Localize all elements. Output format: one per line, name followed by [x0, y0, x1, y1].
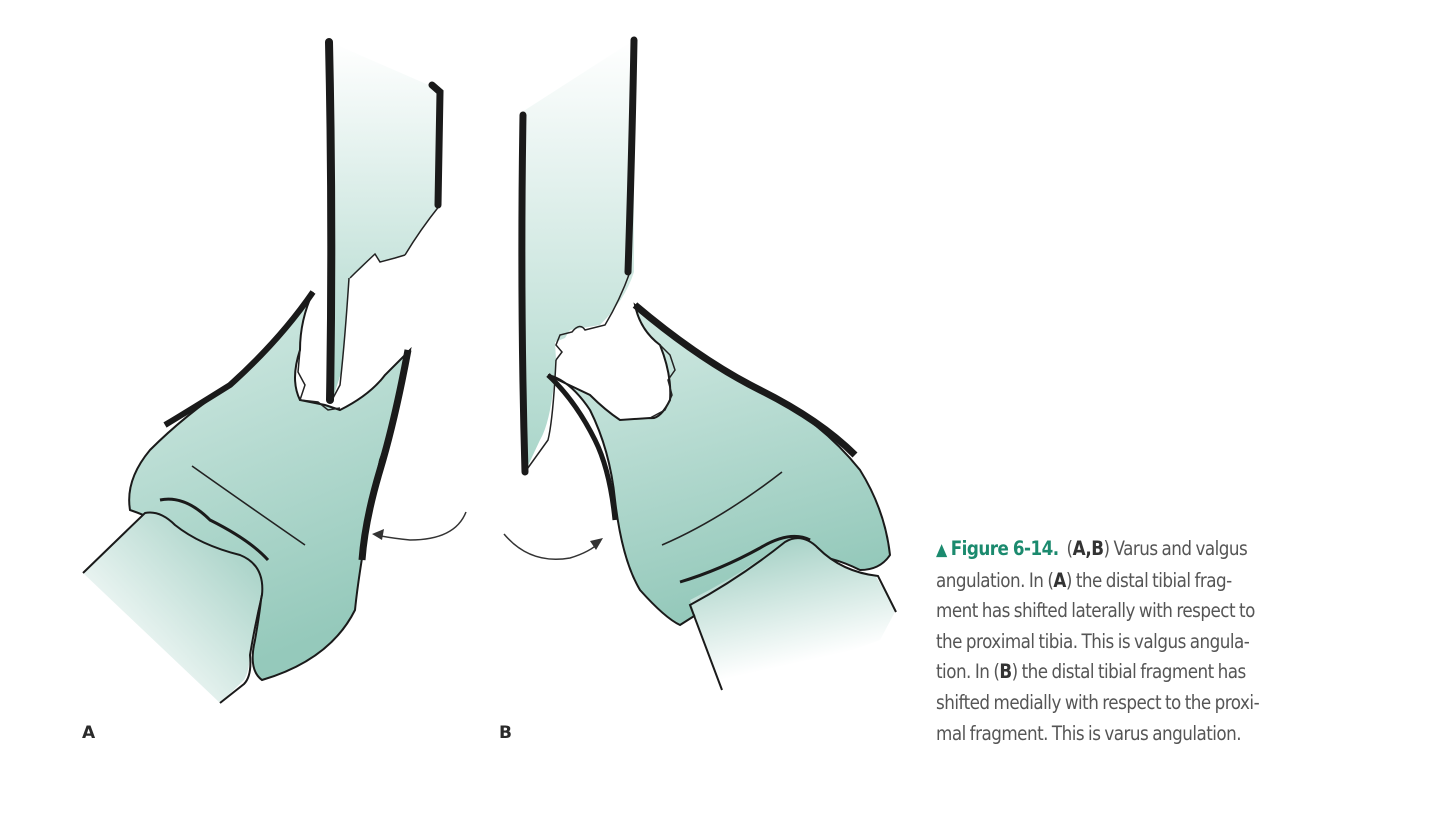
panel-label-a: A — [82, 723, 96, 743]
fracture-illustration — [82, 36, 897, 704]
caption-line-2: angulation. In (A) the distal tibial fra… — [936, 568, 1232, 592]
caption-line-1: ▲ Figure 6-14. (A,B) Varus and valgus — [936, 537, 1248, 560]
caption-line-6: shifted medially with respect to the pro… — [936, 690, 1260, 714]
caption-line-5: tion. In (B) the distal tibial fragment … — [936, 660, 1246, 684]
panel-a-drawing — [82, 38, 467, 704]
triangle-marker-icon: ▲ — [936, 540, 947, 560]
panel-label-b: B — [499, 723, 512, 743]
figure-caption: ▲ Figure 6-14. (A,B) Varus and valgus an… — [936, 534, 1405, 749]
caption-line-7: mal fragment. This is varus angulation. — [936, 721, 1242, 745]
figure-number: Figure 6-14. — [950, 537, 1059, 560]
caption-line-4: the proximal tibia. This is valgus angul… — [936, 629, 1250, 653]
panel-b-drawing — [503, 36, 897, 691]
caption-line-3: ment has shifted laterally with respect … — [936, 599, 1255, 623]
